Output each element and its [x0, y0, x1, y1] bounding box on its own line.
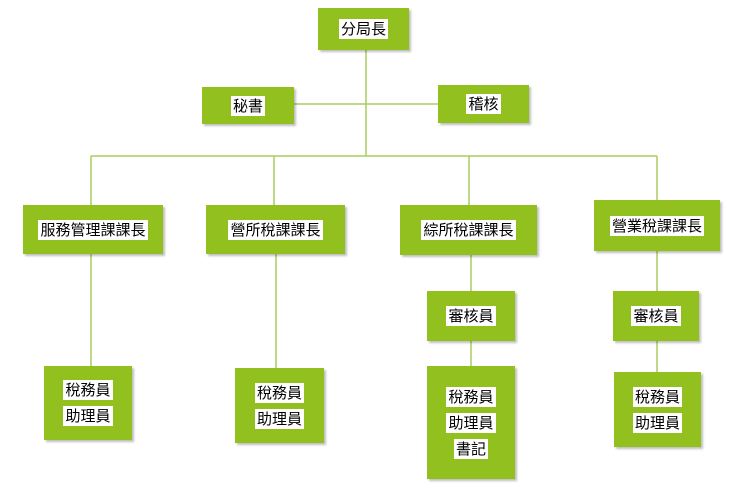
service-chief-label: 服務管理課課長: [38, 219, 148, 240]
director-label: 分局長: [338, 19, 388, 39]
staff-label: 助理員: [63, 406, 113, 426]
income-staff-box: 稅務員 助理員 書記: [427, 366, 515, 479]
sales-tax-chief-box: 營業稅課課長: [594, 200, 720, 251]
sales-reviewer-label: 審核員: [631, 306, 681, 326]
staff-label: 書記: [453, 438, 488, 459]
income-reviewer-box: 審核員: [427, 291, 515, 341]
sales-reviewer-box: 審核員: [613, 291, 699, 341]
secretary-label: 秘書: [230, 95, 265, 116]
service-staff-box: 稅務員 助理員: [44, 366, 132, 440]
staff-label: 稅務員: [446, 386, 496, 407]
staff-label: 稅務員: [63, 380, 113, 400]
service-chief-box: 服務管理課課長: [23, 205, 163, 254]
income-tax-chief-label: 綜所稅課課長: [421, 220, 516, 240]
staff-label: 助理員: [254, 408, 304, 429]
secretary-box: 秘書: [202, 87, 294, 124]
staff-label: 稅務員: [254, 382, 304, 403]
auditor-box: 稽核: [438, 85, 529, 123]
sales-tax-chief-label: 營業稅課課長: [609, 215, 704, 236]
business-staff-box: 稅務員 助理員: [235, 368, 324, 443]
income-reviewer-label: 審核員: [446, 306, 496, 326]
staff-label: 稅務員: [632, 386, 682, 407]
staff-label: 助理員: [446, 412, 496, 433]
director-box: 分局長: [318, 8, 409, 50]
income-tax-chief-box: 綜所稅課課長: [400, 205, 537, 255]
staff-label: 助理員: [632, 412, 682, 433]
sales-staff-box: 稅務員 助理員: [614, 372, 701, 447]
business-tax-chief-box: 營所稅課課長: [206, 205, 345, 254]
business-tax-chief-label: 營所稅課課長: [228, 219, 323, 240]
auditor-label: 稽核: [466, 94, 501, 114]
